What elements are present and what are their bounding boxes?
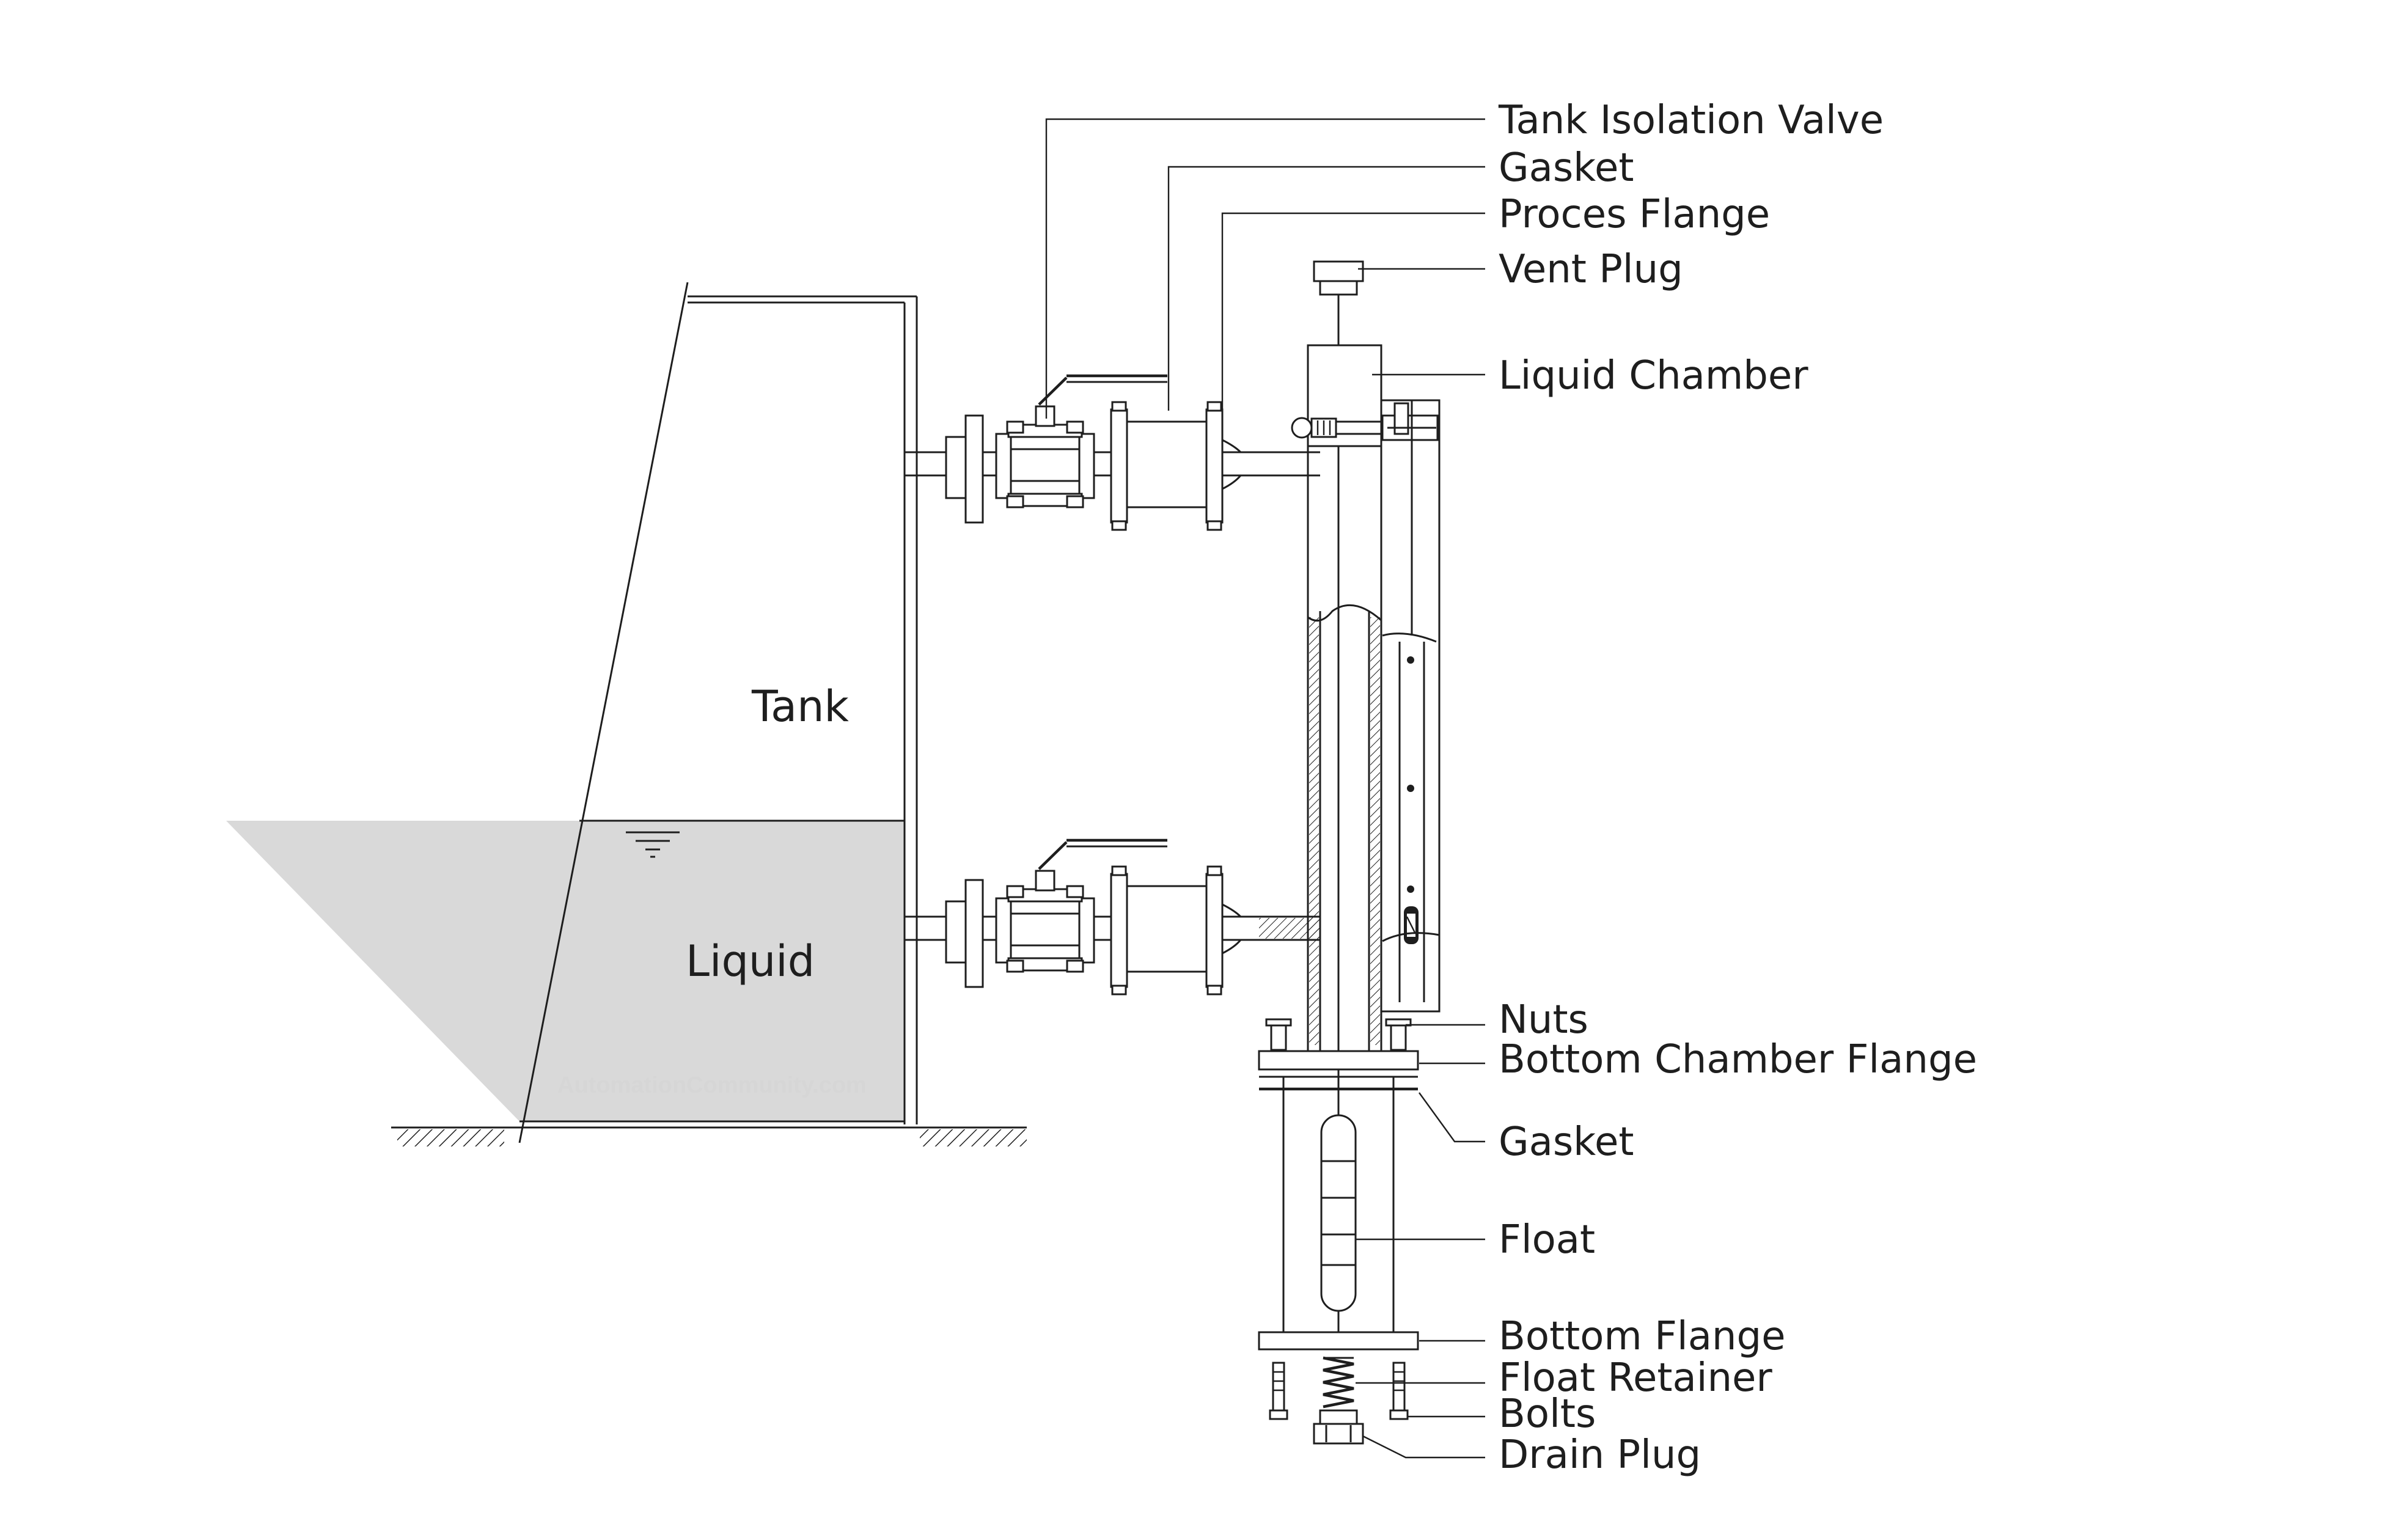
label-process-flange: Proces Flange — [1499, 192, 1770, 237]
float — [1320, 1114, 1357, 1312]
label-bolts: Bolts — [1499, 1392, 1596, 1437]
label-liquid: Liquid — [686, 936, 815, 986]
label-drain-plug: Drain Plug — [1499, 1432, 1701, 1478]
top-valve-stem — [1035, 405, 1055, 427]
bottom-valve-stem — [1035, 870, 1055, 892]
leader-lines — [1045, 118, 1485, 1459]
top-process-flange — [1205, 408, 1224, 524]
bottom-ball-valve-body — [1007, 912, 1083, 947]
bottom-chamber-section — [1258, 1018, 1419, 1445]
top-ball-valve-body — [1007, 448, 1083, 482]
liquid-chamber — [1291, 260, 1389, 1344]
bottom-flange — [1258, 1331, 1419, 1351]
top-gasket-flange-left — [1110, 408, 1128, 524]
watermark: AutomationCommunity.com — [557, 1072, 867, 1098]
label-liquid-chamber: Liquid Chamber — [1499, 353, 1808, 398]
label-gasket-top: Gasket — [1499, 145, 1634, 191]
label-float: Float — [1499, 1217, 1595, 1263]
clamp-screw — [1291, 417, 1313, 439]
vent-plug — [1313, 260, 1364, 282]
bolt-left — [1269, 1362, 1288, 1420]
label-tank: Tank — [751, 681, 849, 732]
label-bottom-chamber-flange: Bottom Chamber Flange — [1499, 1037, 1977, 1082]
magnetic-indicator — [1380, 399, 1441, 1013]
bottom-pipe-assembly — [905, 838, 1320, 996]
label-float-retainer: Float Retainer — [1499, 1355, 1772, 1401]
label-vent-plug: Vent Plug — [1499, 247, 1683, 292]
liquid-level-symbol — [626, 831, 680, 858]
drain-plug — [1319, 1409, 1358, 1425]
label-nuts: Nuts — [1499, 997, 1588, 1043]
bottom-chamber-flange — [1258, 1050, 1419, 1071]
top-pipe-assembly — [905, 374, 1320, 531]
float-retainer-spring — [1323, 1356, 1354, 1409]
ground-right — [917, 1126, 1027, 1146]
tank — [226, 282, 1027, 1146]
label-gasket-bottom: Gasket — [1499, 1120, 1634, 1165]
label-bottom-flange: Bottom Flange — [1499, 1314, 1785, 1359]
bottom-tank-nozzle-flange — [964, 879, 984, 988]
tank-nozzle-flange — [964, 414, 984, 524]
label-tank-isolation-valve: Tank Isolation Valve — [1498, 98, 1884, 143]
bolt-right — [1389, 1362, 1409, 1420]
ground-left — [391, 1126, 519, 1146]
liquid-fill — [226, 821, 905, 1121]
